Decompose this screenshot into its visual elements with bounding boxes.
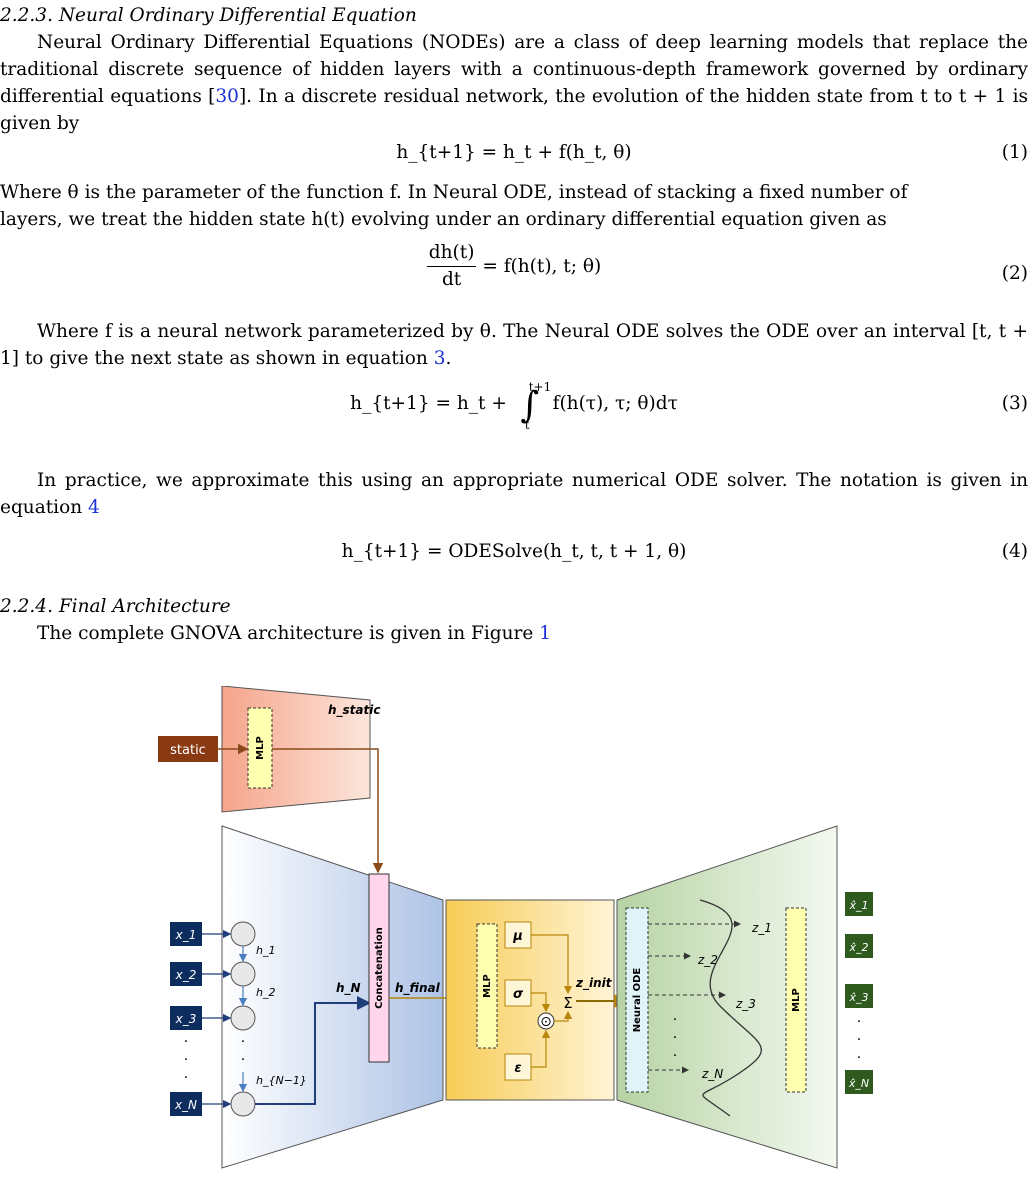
citation-link[interactable]: 30 [215,86,239,107]
svg-text:·: · [241,1034,245,1050]
latent-trajectory-curve [699,899,762,1117]
output-xN [845,1070,873,1094]
mu-box [504,921,532,949]
equation-2-number: (2) [1001,263,1028,284]
svg-text:x̂_3: x̂_3 [848,991,868,1004]
equation-ref-link[interactable]: 3 [433,348,446,369]
svg-text:σ: σ [513,987,524,1002]
equation-3-number: (3) [1001,393,1028,414]
svg-text:·: · [184,1052,188,1068]
svg-text:⊙: ⊙ [540,1014,552,1030]
svg-text:·: · [673,1048,677,1064]
output-column: x̂_1 x̂_2 x̂_3 · · · x̂_N [845,892,873,1094]
input-xN [170,1092,202,1116]
z-label: z_2 [697,953,718,967]
static-input-box [158,736,218,762]
output-x3 [845,984,873,1008]
h-final-label: h_final [395,981,441,996]
h-N-label: h_N [336,981,361,996]
hidden-circle [230,921,256,947]
section-heading-ode: 2.2.3. Neural Ordinary Differential Equa… [0,5,417,26]
equation-1: h_{t+1} = h_t + f(h_t, θ) (1) [0,139,1028,189]
input-x1 [170,922,202,946]
gnova-architecture-figure: MLP static h_static x_1 x_2 x_3 · · · [140,686,880,1191]
svg-text:·: · [673,1030,677,1046]
svg-text:ε: ε [514,1061,521,1076]
z-label: z_1 [751,921,772,935]
paragraph-arch: The complete GNOVA architecture is given… [37,623,552,644]
concatenation-box [368,873,390,1063]
hidden-label: h_2 [256,986,275,999]
static-mlp-box [247,707,273,789]
svg-text:x_3: x_3 [175,1012,197,1026]
hidden-circle [230,1091,256,1117]
static-input-label: static [170,743,206,758]
equation-2: dh(t)dt = f(h(t), t; θ) (2) [0,240,1028,306]
paragraph-practice: In practice, we approximate this using a… [0,470,1028,518]
rnn-hidden-states: · · h_1 h_2 h_{N−1} [202,921,307,1117]
architecture-diagram: MLP static h_static x_1 x_2 x_3 · · · [158,686,873,1169]
equation-4-body: h_{t+1} = ODESolve(h_t, t, t + 1, θ) [341,541,687,562]
svg-text:x̂_1: x̂_1 [848,899,868,912]
svg-text:·: · [857,1050,861,1066]
concatenation-label: Concatenation [374,927,385,1009]
svg-text:·: · [857,1032,861,1048]
section-heading-arch: 2.2.4. Final Architecture [0,596,231,617]
paragraph-node-intro: Neural Ordinary Differential Equations (… [0,32,1029,134]
decoder-mlp-label: MLP [791,988,802,1012]
input-x3 [170,1006,202,1030]
svg-text:x̂_N: x̂_N [848,1077,869,1090]
static-mlp-label: MLP [255,736,266,760]
neural-ode-box [625,907,649,1093]
z-label: z_3 [735,997,756,1011]
equation-ref-link[interactable]: 4 [88,497,100,518]
latent-mlp-label: MLP [482,974,493,998]
decoder-mlp-box [785,907,807,1093]
equation-1-number: (1) [1001,142,1028,163]
hidden-circle [230,961,256,987]
decoder-block [616,825,838,1169]
h-static-label: h_static [328,703,380,718]
latent-mlp-box [476,923,498,1049]
hidden-label: h_{N−1} [256,1074,307,1087]
svg-text:·: · [184,1070,188,1086]
equation-3: h_{t+1} = h_t + ∫ t+1 t f(h(τ), τ; θ)dτ … [350,380,1028,432]
sum-symbol: Σ [563,994,572,1012]
svg-text:μ: μ [512,929,523,944]
input-ellipsis: · [184,1034,188,1050]
hidden-circle [230,1005,256,1031]
sigma-box [504,979,532,1007]
z-label: z_N [701,1067,723,1081]
equation-4: h_{t+1} = ODESolve(h_t, t, t + 1, θ) (4) [0,538,1028,588]
input-x2 [170,962,202,986]
output-x1 [845,892,873,916]
output-x2 [845,934,873,958]
paragraph-theta-line-2: layers, we treat the hidden state h(t) e… [0,209,887,230]
paragraph-ode-interval: Where f is a neural network parameterize… [0,321,1028,369]
paragraph-theta-line-1: Where θ is the parameter of the function… [0,182,908,203]
svg-text:·: · [241,1052,245,1068]
svg-text:·: · [673,1012,677,1028]
hidden-label: h_1 [256,944,275,957]
neural-ode-label: Neural ODE [632,968,643,1033]
derivative-fraction: dh(t)dt [426,242,477,290]
svg-text:x_N: x_N [174,1098,197,1112]
svg-text:x̂_2: x̂_2 [848,941,868,954]
svg-text:x_1: x_1 [175,928,197,942]
svg-text:·: · [857,1014,861,1030]
equation-4-number: (4) [1001,541,1028,562]
z-init-label: z_init [575,976,613,991]
equation-1-body: h_{t+1} = h_t + f(h_t, θ) [396,142,632,163]
svg-text:x_2: x_2 [175,968,197,982]
epsilon-box [504,1053,532,1081]
figure-ref-link[interactable]: 1 [539,623,552,644]
input-column: x_1 x_2 x_3 · · · x_N [170,922,202,1116]
integral-sign: ∫ [520,385,540,426]
